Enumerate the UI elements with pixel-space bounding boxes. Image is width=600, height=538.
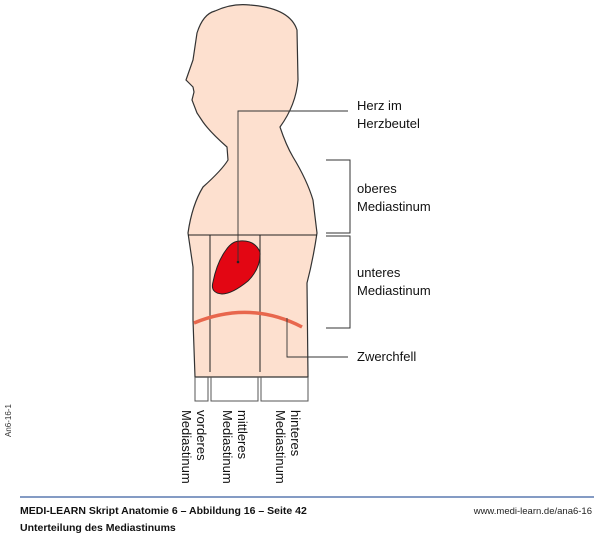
upper-label-line1: oberes	[357, 181, 397, 196]
upper-label-line2: Mediastinum	[357, 199, 431, 214]
footer-url: www.medi-learn.de/ana6-16	[473, 506, 592, 517]
anterior-line2: Mediastinum	[179, 410, 194, 484]
heart-label-line2: Herzbeutel	[357, 116, 420, 131]
middle-bracket	[210, 377, 259, 402]
middle-line2: Mediastinum	[220, 410, 235, 484]
posterior-line1: hinteres	[288, 410, 303, 457]
diaphragm-label: Zwerchfell	[357, 349, 417, 364]
heart	[211, 240, 261, 295]
diaphragm	[193, 310, 303, 329]
body-silhouette	[185, 4, 318, 378]
anterior-line1: vorderes	[194, 410, 209, 461]
lower-label-line1: unteres	[357, 265, 401, 280]
lower-bracket	[326, 235, 351, 329]
upper-bracket	[326, 159, 351, 234]
anterior-bracket	[194, 377, 209, 402]
heart-leader	[237, 110, 348, 262]
lower-label-line2: Mediastinum	[357, 283, 431, 298]
figure-code: An6-16-1	[4, 404, 13, 437]
heart-label-line1: Herz im	[357, 98, 402, 113]
posterior-bracket	[260, 377, 309, 402]
heart-label: Herz im Herzbeutel	[357, 97, 420, 133]
posterior-line2: Mediastinum	[273, 410, 288, 484]
footer-title: MEDI-LEARN Skript Anatomie 6 – Abbildung…	[20, 505, 307, 517]
diaphragm-leader	[286, 318, 348, 358]
middle-line1: mittleres	[235, 410, 250, 460]
footer-subtitle: Unterteilung des Mediastinums	[20, 522, 176, 534]
